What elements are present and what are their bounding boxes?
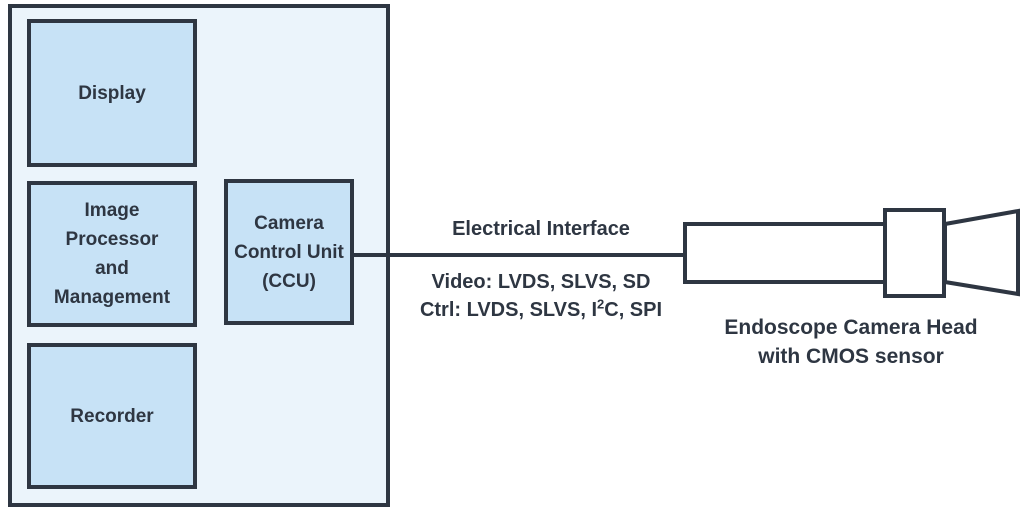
- camera-control-unit-block-label: Camera Control Unit (CCU): [234, 212, 344, 292]
- image-processor-block-label: Image Processor and Management: [53, 200, 171, 308]
- ctrl-signals-line: Ctrl: LVDS, SLVS, I2C, SPI: [419, 296, 663, 321]
- electrical-interface-line: [354, 253, 686, 257]
- camera-body-shape: [683, 222, 889, 284]
- i2c-superscript: 2: [597, 296, 605, 312]
- camera-control-unit-block: Camera Control Unit (CCU): [224, 179, 354, 325]
- interface-signal-list: Video: LVDS, SLVS, SD Ctrl: LVDS, SLVS, …: [390, 268, 692, 324]
- camera-head-label: Endoscope Camera Head with CMOS sensor: [690, 313, 1012, 371]
- image-processor-block: Image Processor and Management: [27, 181, 197, 327]
- recorder-block-label: Recorder: [70, 405, 154, 427]
- display-block-label: Display: [78, 82, 146, 104]
- endoscope-camera-head-shape: [683, 208, 1020, 298]
- camera-head-label-line1: Endoscope Camera Head: [724, 316, 978, 339]
- video-signals-line: Video: LVDS, SLVS, SD: [431, 271, 651, 293]
- camera-head-label-line2: with CMOS sensor: [758, 345, 944, 368]
- display-block: Display: [27, 19, 197, 167]
- recorder-block: Recorder: [27, 343, 197, 489]
- electrical-interface-title: Electrical Interface: [452, 218, 630, 240]
- camera-coupler-shape: [883, 208, 946, 298]
- camera-lens-cone-shape: [943, 208, 1020, 297]
